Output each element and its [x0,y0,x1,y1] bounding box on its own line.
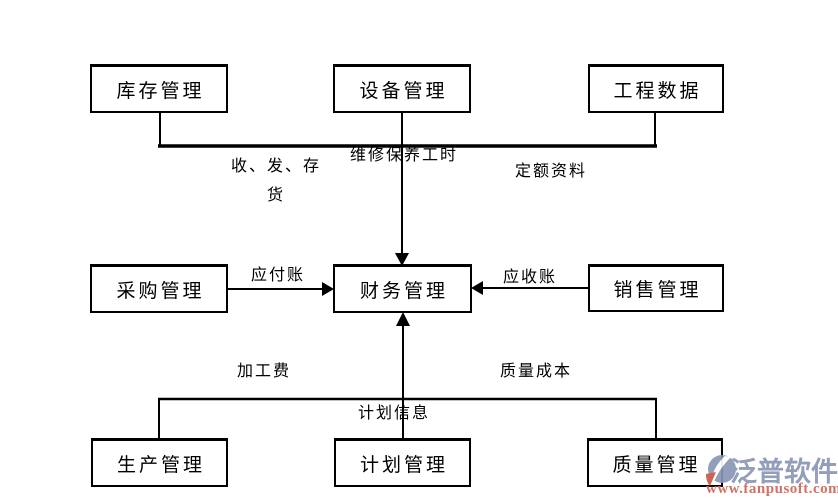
edge-label-accounts-payable: 应付账 [251,267,306,284]
fanpu-watermark: 泛普软件 www.fanpusoft.com [700,446,838,502]
node-label: 财务管理 [359,280,448,302]
node-label: 库存管理 [116,80,205,102]
arrowhead-left [471,281,483,295]
node-production-management: 生产管理 [91,438,228,487]
edge-label-maintenance-hours: 维修保养工时 [350,147,459,164]
arrowhead-up [396,312,410,326]
watermark-brand-text: 泛普软件 [730,457,838,487]
fanpu-logo-icon [706,455,736,486]
watermark-url-text: www.fanpusoft.com [706,481,838,497]
edge-label-accounts-receivable: 应收账 [503,269,558,286]
node-sales-management: 销售管理 [588,264,724,312]
node-label: 销售管理 [613,280,702,301]
edge-label-plan-info: 计划信息 [358,405,431,422]
node-label: 采购管理 [116,280,205,302]
node-label: 计划管理 [359,454,448,476]
edge-label-quota-data: 定额资料 [515,163,588,180]
node-procurement-management: 采购管理 [90,264,228,313]
arrowhead-down [395,253,409,266]
node-equipment-management: 设备管理 [333,64,471,113]
node-inventory-management: 库存管理 [90,64,228,113]
node-label: 工程数据 [613,80,702,102]
node-engineering-data: 工程数据 [588,64,724,113]
node-label: 质量管理 [612,454,701,476]
node-finance-management: 财务管理 [333,264,472,313]
edge-label-receipts: 收、发、存货 [230,158,321,204]
node-label: 生产管理 [116,454,205,476]
edge-label-quality-cost: 质量成本 [500,363,573,380]
node-planning-management: 计划管理 [334,438,471,487]
edge-label-processing-fee: 加工费 [237,363,292,380]
arrowhead-right [322,282,334,296]
node-label: 设备管理 [359,80,448,102]
